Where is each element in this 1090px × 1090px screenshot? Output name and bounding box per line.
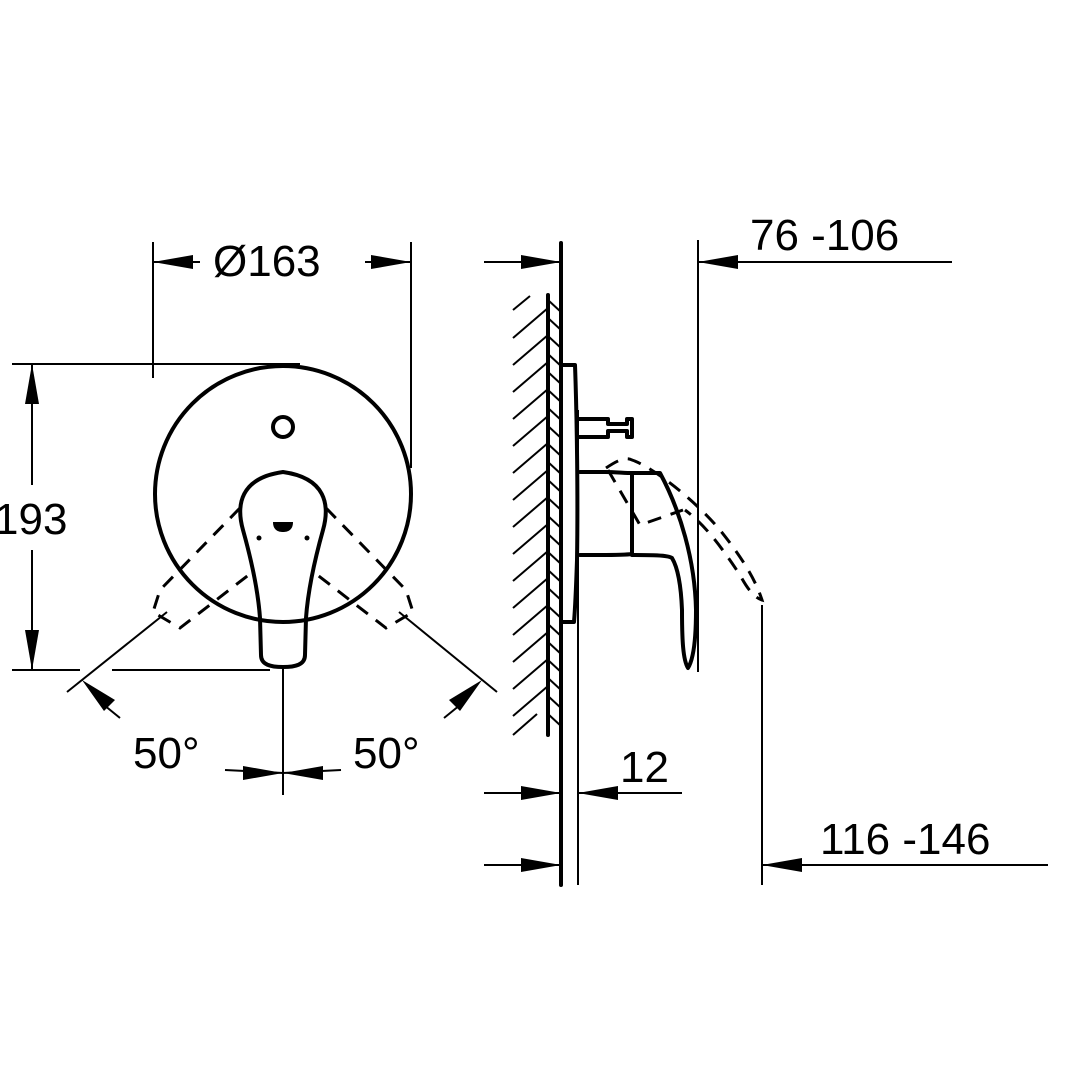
lever-projection-label: 76 -106 bbox=[750, 211, 900, 260]
side-view bbox=[484, 240, 1048, 887]
front-view bbox=[12, 242, 498, 795]
angle-right-label: 50° bbox=[353, 729, 420, 778]
plate-offset-label: 12 bbox=[620, 743, 669, 792]
diameter-label: Ø163 bbox=[213, 237, 321, 286]
angle-left-label: 50° bbox=[133, 729, 200, 778]
height-label: 193 bbox=[0, 495, 68, 544]
total-projection-label: 116 -146 bbox=[820, 815, 991, 864]
